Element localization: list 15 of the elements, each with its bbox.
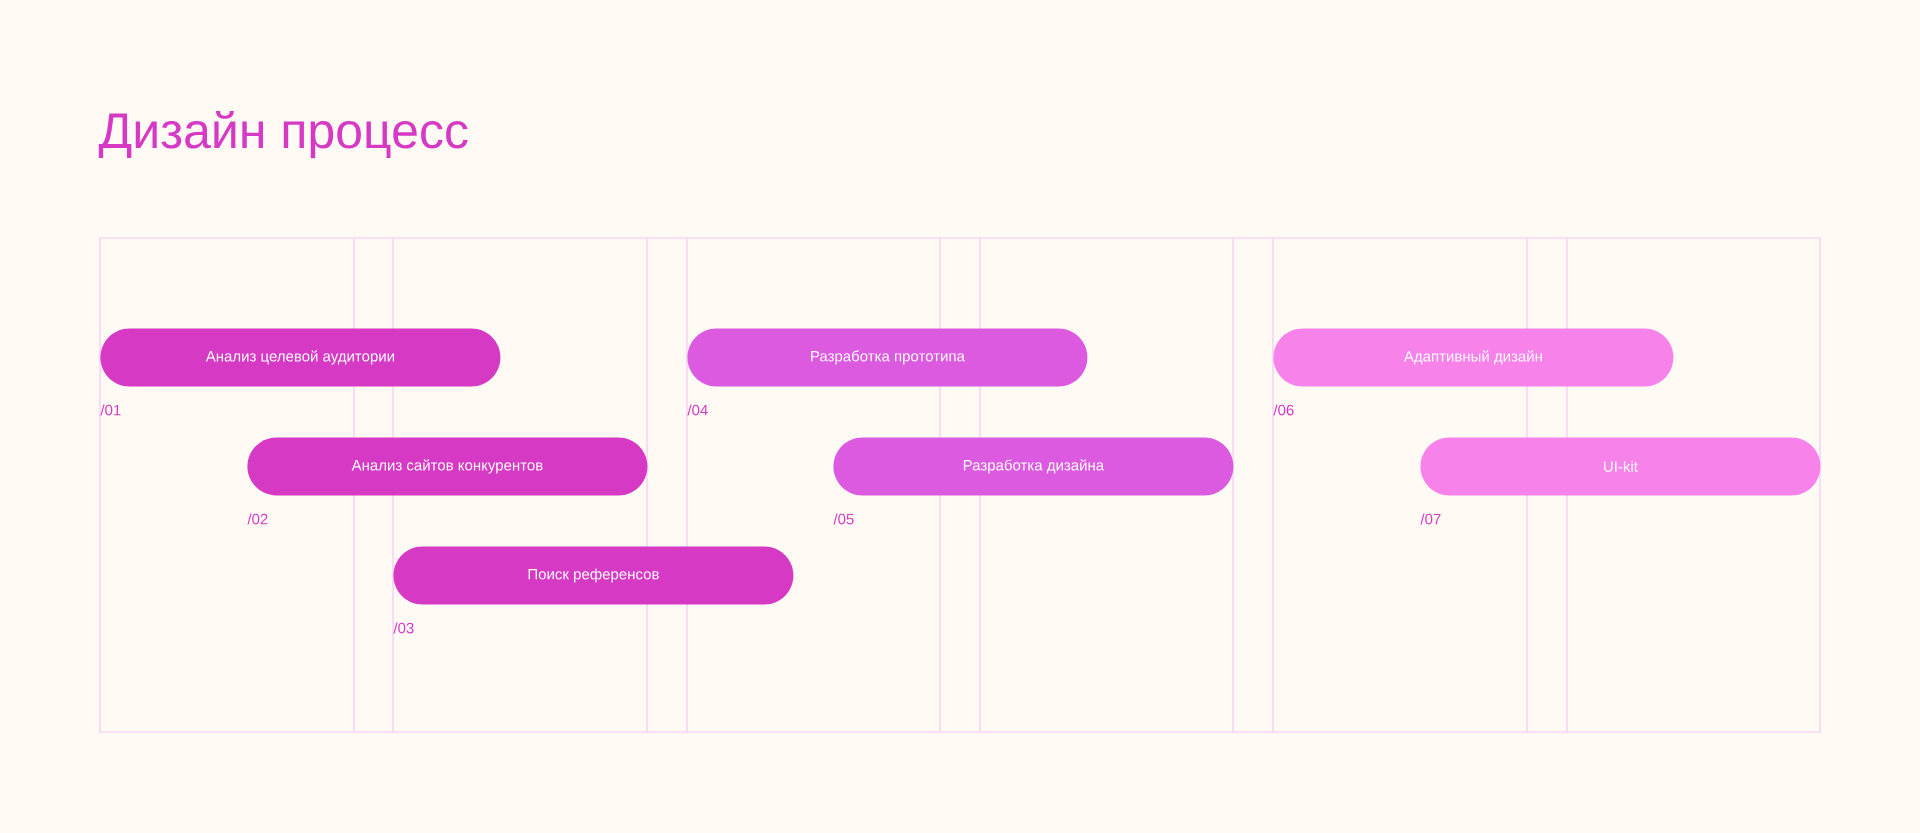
step-number: /02 [247,513,268,525]
step-pill: Анализ целевой аудитории [100,328,501,387]
title: Дизайн процесс [98,110,468,159]
step-number: /01 [100,404,121,416]
step-pill: Разработка дизайна [833,437,1234,496]
step-pill: Анализ сайтов конкурентов [247,437,648,496]
step-number: /06 [1273,404,1294,416]
step-number: /05 [833,513,854,525]
step-pill: Разработка прототипа [687,328,1088,387]
step-pill: UI-kit [1420,437,1821,496]
step-number: /04 [687,404,708,416]
step-number: /07 [1420,513,1441,525]
step-pill: Поиск референсов [393,546,794,605]
step-number: /03 [393,622,414,634]
step-pill: Адаптивный дизайн [1273,328,1674,387]
